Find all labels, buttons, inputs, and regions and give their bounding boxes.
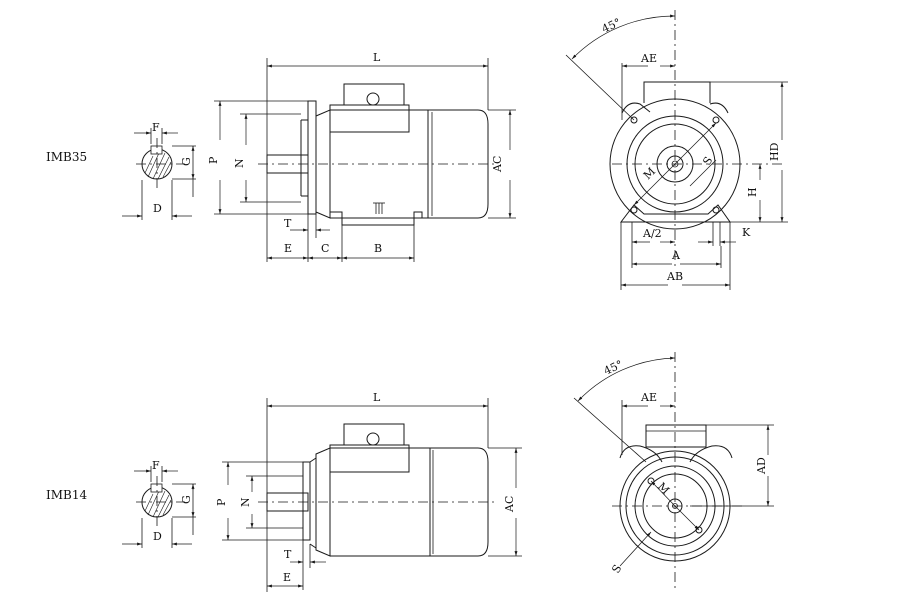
a-half-label: A/2 <box>642 227 662 240</box>
t-label: T <box>284 548 292 561</box>
imb14-mount-label: IMB14 <box>46 488 87 502</box>
s-label: S <box>700 154 715 167</box>
c-label: C <box>321 242 329 255</box>
imb35-front-view: M S 45° AE HD H <box>565 10 788 290</box>
d-label: D <box>153 202 162 215</box>
imb14-section: IMB14 F G D <box>46 352 774 592</box>
ab-label: AB <box>666 270 683 283</box>
ac-label: AC <box>503 496 516 513</box>
e-label: E <box>283 571 291 584</box>
angle-label: 45° <box>602 358 625 378</box>
m-label: M <box>641 165 658 182</box>
imb14-shaft-section: F G D <box>122 459 196 548</box>
k-label: K <box>742 226 751 239</box>
g-label: G <box>180 495 193 504</box>
l-label: L <box>373 51 381 64</box>
s-label: S <box>609 562 624 575</box>
n-label: N <box>239 497 252 507</box>
g-label: G <box>180 157 193 166</box>
imb35-side-view: L P N AC T <box>207 51 516 262</box>
b-label: B <box>374 242 382 255</box>
e-label: E <box>284 242 292 255</box>
hd-label: HD <box>768 142 781 161</box>
imb35-mount-label: IMB35 <box>46 150 87 164</box>
f-label: F <box>152 121 160 134</box>
t-label: T <box>284 217 292 230</box>
m-label: M <box>655 480 672 497</box>
h-label: H <box>746 187 759 197</box>
p-label: P <box>207 156 220 164</box>
imb35-shaft-section: F G D <box>122 121 196 220</box>
p-label: P <box>215 498 228 506</box>
n-label: N <box>233 158 246 168</box>
f-label: F <box>152 459 160 472</box>
ae-label: AE <box>640 52 657 65</box>
ac-label: AC <box>491 156 504 173</box>
ad-label: AD <box>755 457 768 475</box>
ae-label: AE <box>640 391 657 404</box>
d-label: D <box>153 530 162 543</box>
l-label: L <box>373 391 381 404</box>
imb14-front-view: M S 45° AE AD <box>573 352 774 592</box>
a-label: A <box>671 249 681 262</box>
imb35-section: IMB35 F G <box>46 10 788 290</box>
angle-label: 45° <box>600 16 623 36</box>
imb14-side-view: L P N AC T <box>215 391 522 592</box>
